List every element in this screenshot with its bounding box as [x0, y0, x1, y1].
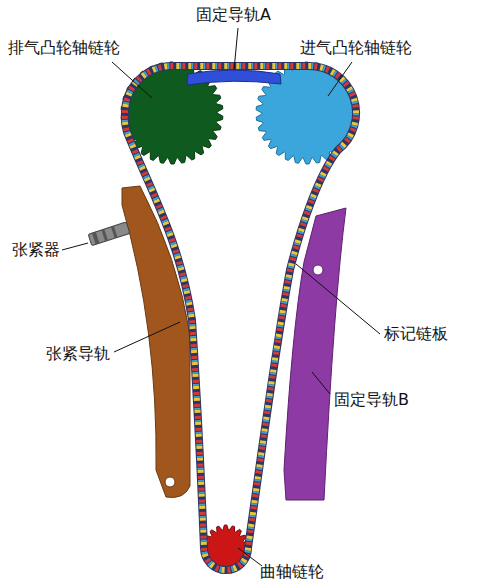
part-label: 曲轴链轮	[260, 562, 324, 582]
guide-hole	[165, 477, 175, 487]
timing-chain	[125, 66, 356, 570]
part-label: 固定导轨B	[334, 390, 409, 410]
part-label: 进气凸轮轴链轮	[300, 38, 412, 58]
part-label: 张紧导轨	[46, 344, 110, 364]
part-label: 张紧器	[12, 240, 60, 260]
sprockets	[121, 62, 358, 571]
tensioner	[88, 222, 130, 246]
part-label: 标记链板	[384, 324, 448, 344]
tensioner-guide	[122, 186, 190, 498]
part-label: 排气凸轮轴链轮	[8, 38, 120, 58]
leader-lines	[62, 28, 380, 566]
part-label: 固定导轨A	[196, 5, 271, 25]
rail-hole	[313, 265, 323, 275]
fixed-rail-a	[187, 70, 281, 85]
